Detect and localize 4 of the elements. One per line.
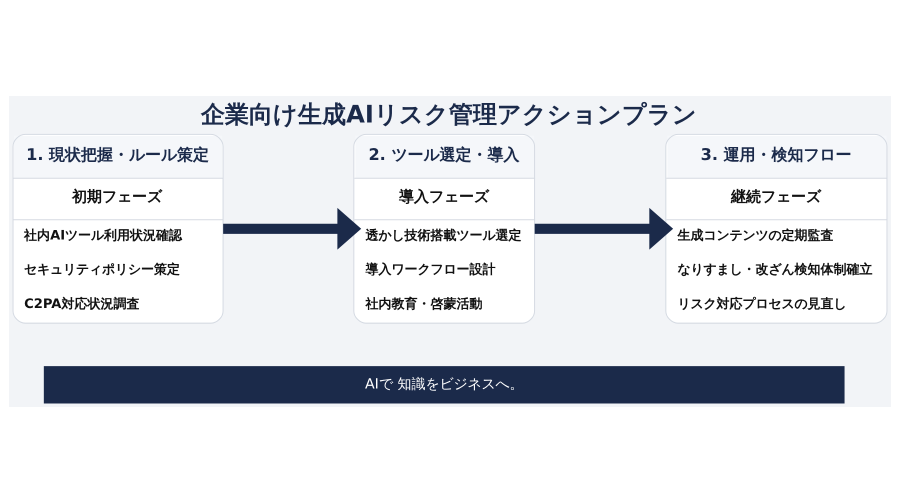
arrow: [223, 207, 362, 250]
arrow: [534, 207, 674, 250]
diagram-title: 企業向け生成AIリスク管理アクションプラン: [201, 100, 697, 128]
label: AIで 知識をビジネスへ。: [365, 376, 524, 392]
